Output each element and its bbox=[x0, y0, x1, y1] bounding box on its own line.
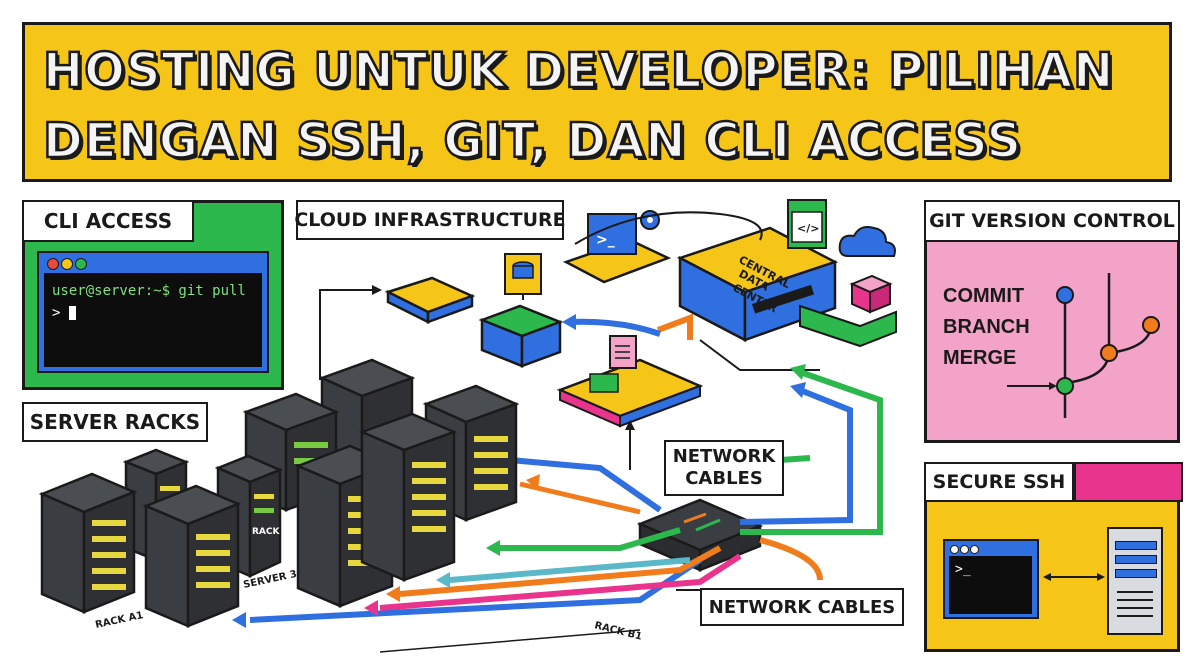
cli-access-panel: CLI ACCESS user@server:~$ git pull > bbox=[22, 200, 284, 390]
server-rack-middle bbox=[142, 484, 242, 628]
database-icon bbox=[504, 253, 542, 295]
branch-node-icon bbox=[1100, 344, 1118, 362]
ssh-terminal-window: >_ bbox=[943, 539, 1039, 619]
minimize-dot-icon bbox=[61, 258, 73, 270]
server-rack-a1 bbox=[38, 472, 138, 614]
ssh-server-icon bbox=[1107, 527, 1163, 635]
server-rack-group: RACK 4 bbox=[38, 358, 520, 628]
terminal-screen: user@server:~$ git pull > bbox=[44, 273, 262, 367]
secure-ssh-label: SECURE SSH bbox=[924, 462, 1074, 502]
merge-node-icon bbox=[1056, 377, 1074, 395]
maximize-dot-icon bbox=[75, 258, 87, 270]
svg-text:>_: >_ bbox=[596, 232, 615, 248]
title-banner: HOSTING UNTUK DEVELOPER: PILIHAN DENGAN … bbox=[22, 22, 1172, 182]
code-window-icon: </> bbox=[787, 199, 827, 249]
rack-4-label: RACK 4 bbox=[252, 527, 289, 537]
git-commit-label: COMMIT bbox=[943, 285, 1025, 307]
rack-a1-label: RACK A1 bbox=[94, 610, 144, 631]
server-racks-label: SERVER RACKS bbox=[22, 402, 208, 442]
git-version-control-panel: GIT VERSION CONTROL COMMIT BRANCH MERGE bbox=[924, 200, 1180, 443]
network-cables-label-top: NETWORK CABLES bbox=[664, 440, 784, 496]
branch-tip-icon bbox=[1142, 316, 1160, 334]
ssh-connection-arrow-icon bbox=[1043, 573, 1105, 581]
server-rack-right bbox=[358, 412, 458, 582]
ssh-prompt: >_ bbox=[955, 562, 971, 577]
network-cables-label-bottom: NETWORK CABLES bbox=[700, 588, 904, 626]
cloud-infrastructure-label: CLOUD INFRASTRUCTURE bbox=[294, 200, 566, 240]
close-dot-icon bbox=[47, 258, 59, 270]
title-line-1: HOSTING UNTUK DEVELOPER: PILIHAN bbox=[42, 42, 1115, 101]
git-graph bbox=[1007, 273, 1160, 418]
cli-access-label: CLI ACCESS bbox=[22, 200, 194, 242]
git-version-control-label: GIT VERSION CONTROL bbox=[924, 200, 1180, 242]
ssh-accent-bar bbox=[1074, 462, 1183, 502]
terminal-tile-icon: >_ bbox=[562, 213, 672, 284]
terminal-cursor: > bbox=[52, 305, 76, 321]
document-icon bbox=[609, 335, 637, 369]
cloud-upload-icon bbox=[838, 226, 896, 268]
title-line-2: DENGAN SSH, GIT, DAN CLI ACCESS bbox=[42, 112, 1023, 171]
git-merge-label: MERGE bbox=[943, 347, 1017, 369]
terminal-window: user@server:~$ git pull > bbox=[37, 251, 269, 373]
commit-node-icon bbox=[1056, 286, 1074, 304]
secure-ssh-panel: SECURE SSH >_ bbox=[924, 462, 1183, 652]
gear-icon bbox=[640, 210, 660, 230]
terminal-prompt: user@server:~$ git pull bbox=[52, 283, 246, 299]
git-branch-label: BRANCH bbox=[943, 316, 1030, 338]
svg-text:</>: </> bbox=[797, 222, 819, 235]
